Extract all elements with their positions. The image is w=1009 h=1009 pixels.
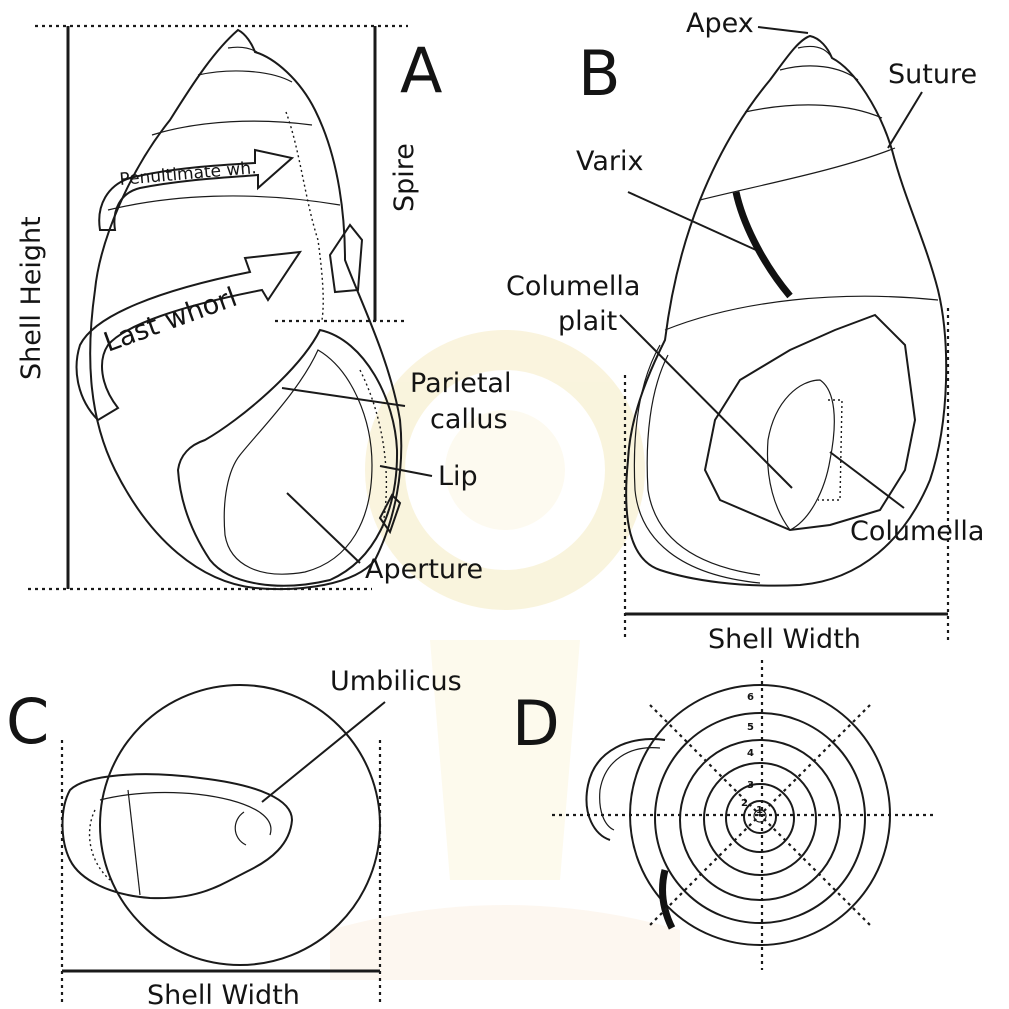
parietal-callus-label-2: callus	[430, 404, 508, 435]
columella-plait-label-1: Columella	[506, 271, 640, 302]
shell-width-label-c: Shell Width	[147, 980, 300, 1009]
columella-plait-label-2: plait	[558, 306, 617, 337]
outer-lip-b-1	[634, 345, 760, 583]
whorl-count-4: 4	[747, 748, 754, 759]
aperture-outline	[178, 330, 397, 586]
arrow-ribbon-end	[330, 225, 362, 292]
axis-dotted-a	[286, 112, 323, 320]
panel-c-letter: C	[6, 685, 49, 758]
apex-leader	[758, 27, 808, 33]
whorl-line-a-4	[108, 196, 340, 210]
penultimate-whorl-label: Penultimate wh.	[119, 158, 258, 190]
watermark	[330, 350, 680, 980]
whorl-count-2: 2	[741, 798, 748, 809]
panel-b-letter: B	[578, 37, 621, 110]
whorl-ring-3	[704, 763, 816, 875]
varix-label: Varix	[576, 146, 644, 177]
umbilicus-curl	[235, 812, 246, 845]
aperture-leader	[287, 493, 360, 563]
shell-height-label: Shell Height	[16, 216, 47, 380]
aperture-outline-b	[705, 315, 915, 530]
body-whorl-line-b	[665, 296, 938, 330]
suture-leader	[888, 92, 922, 148]
whorl-line-b-3	[745, 105, 882, 118]
shell-outline-a	[90, 30, 401, 589]
suture-label: Suture	[888, 59, 977, 90]
columella-dotted	[818, 400, 842, 500]
panel-a: A Shell Height Spire Penultimate wh. Las…	[16, 26, 511, 589]
parietal-callus-label-1: Parietal	[410, 368, 511, 399]
suture-line-b	[700, 148, 895, 200]
shell-width-label-b: Shell Width	[708, 624, 861, 655]
columella-shape	[767, 380, 834, 530]
whorl-ring-5	[655, 713, 865, 923]
columella-leader	[830, 452, 904, 508]
varix-mark-d	[663, 870, 672, 928]
columella-label: Columella	[850, 516, 984, 547]
lip-label: Lip	[438, 461, 478, 492]
panel-d-letter: D	[512, 687, 560, 760]
aperture-label: Aperture	[365, 554, 483, 585]
last-whorl-label: Last whorl	[100, 282, 241, 359]
whorl-ring-2	[726, 784, 794, 852]
whorl-count-5: 5	[747, 722, 754, 733]
outer-lip-b-2	[647, 355, 760, 575]
spire-label: Spire	[389, 143, 420, 212]
apex-label: Apex	[686, 8, 754, 39]
panel-a-letter: A	[400, 34, 442, 107]
whorl-line-a-2	[198, 71, 292, 82]
whorl-count-1: 1	[756, 805, 763, 816]
whorl-count-6: 6	[747, 692, 754, 703]
whorl-line-a-3	[152, 121, 312, 135]
penultimate-whorl-arrow	[99, 150, 292, 230]
aperture-inner	[224, 350, 372, 574]
whorl-count-3: 3	[747, 780, 754, 791]
umbilicus-leader	[262, 702, 385, 802]
aperture-inner-c	[100, 793, 271, 836]
aperture-divider-c	[128, 790, 140, 895]
shell-circle-c	[100, 685, 380, 965]
umbilicus-label: Umbilicus	[330, 666, 462, 697]
